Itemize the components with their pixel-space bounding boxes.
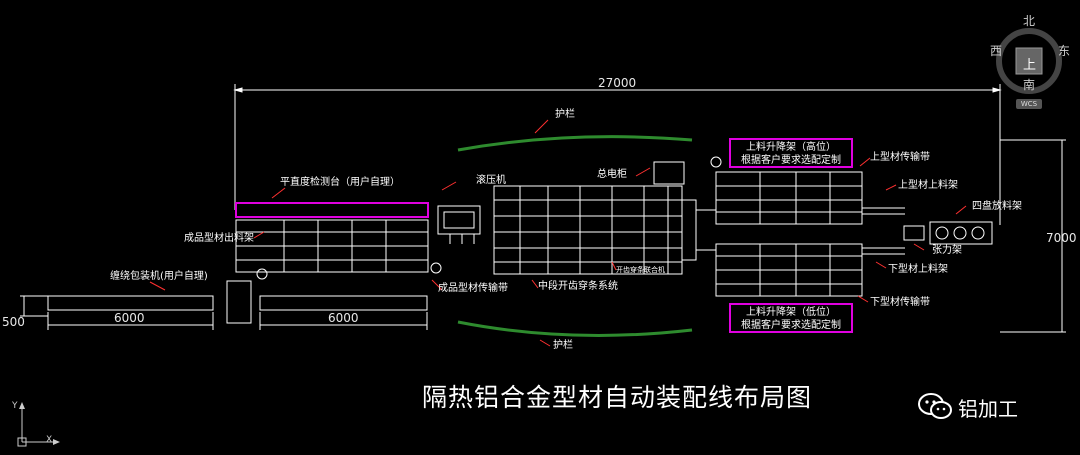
label-four-reel-rack: 四盘放料架 (972, 201, 1022, 212)
compass-north[interactable]: 北 (1023, 14, 1036, 28)
wrapping-machine (226, 280, 252, 324)
tooth-threading-combo (681, 199, 716, 261)
guardrail-top (457, 135, 693, 152)
rolling-machine (437, 205, 481, 244)
dim-27000-text: 27000 (598, 76, 637, 90)
dimension-7000 (1000, 139, 1066, 333)
threading-system (493, 185, 683, 275)
lift-low-line1: 上料升降架（低位） (746, 307, 836, 318)
drawing-title: 隔热铝合金型材自动装配线布局图 (422, 383, 813, 412)
ucs-y-label: Y (12, 401, 18, 411)
lift-low-line2: 根据客户要求选配定制 (741, 320, 841, 331)
dimension-500 (20, 295, 48, 317)
control-cabinet (653, 161, 685, 185)
wcs-button[interactable]: WCS (1016, 99, 1042, 109)
dim-6000-mid-text: 6000 (328, 311, 359, 325)
wrapping-platform-mid (259, 295, 428, 311)
dimension-27000 (233, 84, 1002, 225)
label-control-cabinet: 总电柜 (597, 169, 627, 180)
upper-feed-rack (715, 171, 905, 225)
label-tooth-threading-combo: 开齿穿条联合机 (616, 266, 665, 274)
leader-lines (149, 119, 967, 347)
label-flatness-table: 平直度检测台（用户自理） (280, 177, 400, 188)
label-wrapping-machine: 缠绕包装机(用户自理) (110, 271, 208, 282)
guardrail-bottom (457, 320, 693, 337)
lift-high-line1: 上料升降架（高位） (746, 142, 836, 153)
brand-watermark: 铝加工 (918, 392, 1018, 422)
compass-west[interactable]: 西 (990, 44, 1003, 58)
lower-feed-rack (715, 243, 905, 297)
dim-6000-left-text: 6000 (114, 311, 145, 325)
flatness-table (235, 202, 429, 218)
label-lower-conveyor: 下型材传输带 (870, 297, 930, 308)
finished-outfeed-rack (235, 219, 429, 273)
label-upper-feed-rack: 上型材上料架 (898, 180, 958, 191)
compass-east[interactable]: 东 (1058, 44, 1071, 58)
view-cube[interactable]: 北 西 东 南 上 (990, 14, 1072, 124)
compass-center[interactable]: 上 (1023, 58, 1037, 73)
brand-name: 铝加工 (958, 396, 1018, 421)
dimension-6000-mid (259, 312, 428, 330)
tension-rack (903, 225, 925, 241)
four-reel-rack (929, 221, 993, 245)
compass-south[interactable]: 南 (1023, 78, 1036, 92)
label-threading-system: 中段开齿穿条系统 (538, 281, 618, 292)
ucs-x-label: X (46, 435, 53, 445)
lift-rack-low-note: 上料升降架（低位） 根据客户要求选配定制 (729, 303, 853, 333)
label-guardrail-bottom: 护栏 (553, 340, 573, 351)
dim-7000-text: 7000 (1046, 231, 1077, 245)
wechat-icon (918, 393, 952, 419)
compass-ring-icon (996, 28, 1062, 94)
label-rolling-machine: 滚压机 (476, 175, 506, 186)
label-tension-rack: 张力架 (932, 245, 962, 256)
label-finished-conveyor: 成品型材传输带 (438, 283, 508, 294)
wrapping-platform-left (47, 295, 214, 311)
lift-high-line2: 根据客户要求选配定制 (741, 155, 841, 166)
dim-500-text: 500 (2, 315, 25, 329)
label-finished-outfeed: 成品型材出料架 (184, 233, 254, 244)
lift-rack-high-note: 上料升降架（高位） 根据客户要求选配定制 (729, 138, 853, 168)
label-lower-feed-rack: 下型材上料架 (888, 264, 948, 275)
dimension-6000-left (47, 312, 214, 330)
label-upper-conveyor: 上型材传输带 (870, 152, 930, 163)
ucs-icon (17, 402, 60, 447)
label-guardrail-top: 护栏 (555, 109, 575, 120)
